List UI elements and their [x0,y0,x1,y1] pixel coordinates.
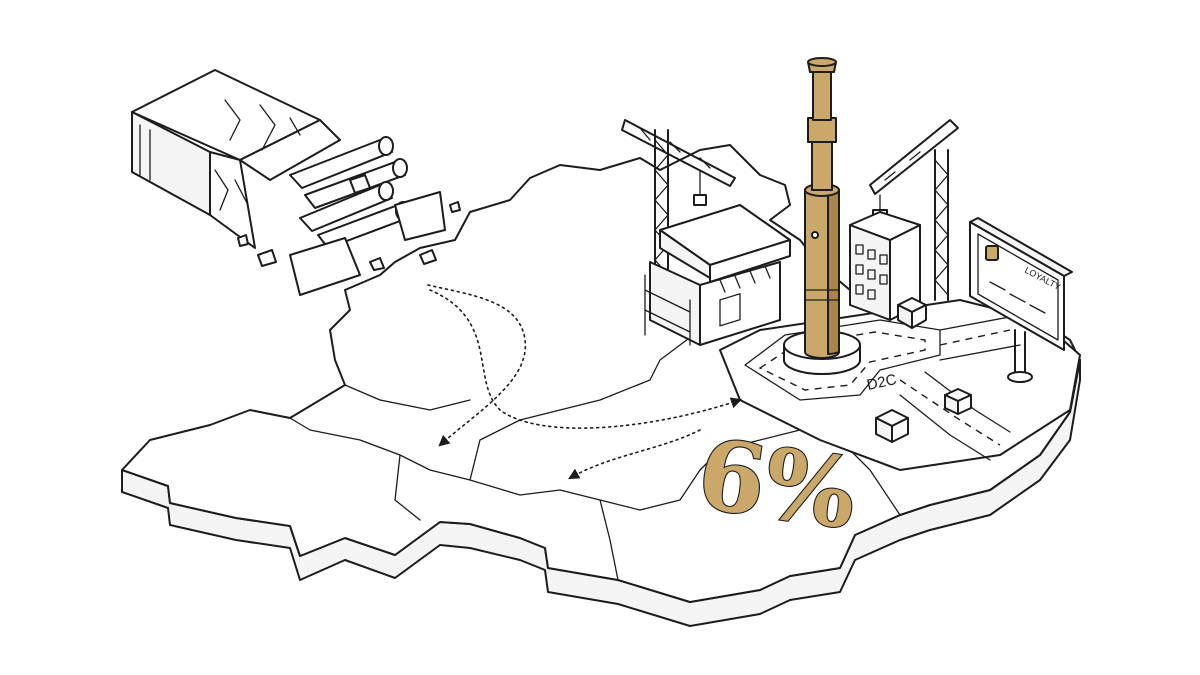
country-map [121,144,1081,627]
percentage-label: 6% [691,417,863,551]
billboard-icon: LOYALTY [969,217,1073,383]
store-icon [644,204,791,346]
broken-cigarette-pack-icon [131,69,461,296]
flow-arrow-icon [427,284,527,447]
parcel-box-icon [875,409,909,443]
road-label: D2C [865,371,898,394]
crane-icon [621,119,736,291]
road-branch-edges [899,314,1021,461]
percentage-figure: 6% [690,416,864,552]
region-borders [289,299,901,581]
flow-arrow-icon [429,289,743,429]
flow-arrows [427,284,743,480]
office-building-icon [849,211,927,329]
parcel-box-icon [944,388,972,415]
vape-pen-tower-icon [783,57,861,375]
cigarette-icon [289,136,411,249]
